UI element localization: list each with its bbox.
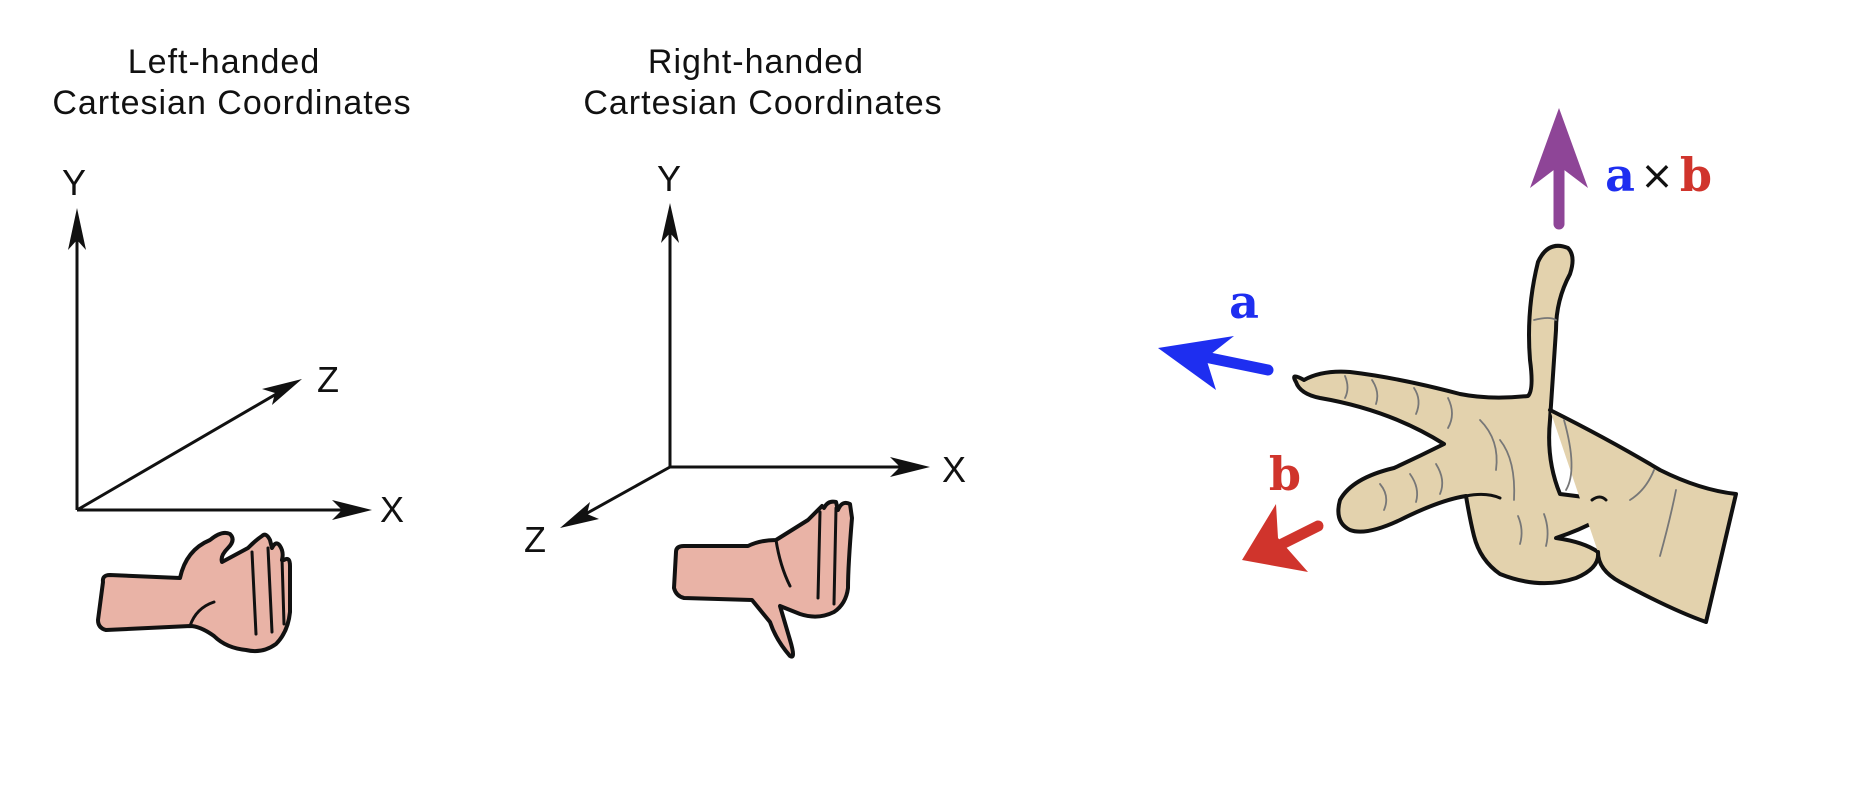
left-axis-y-label: Y (62, 162, 86, 203)
vector-a-shaft (1194, 350, 1274, 376)
left-hand-thumb-crease (188, 600, 216, 628)
crease-5 (1379, 483, 1388, 511)
right-hand-finger-line-2 (832, 506, 838, 606)
left-z-arrowhead (262, 379, 302, 405)
middle-z-axis (572, 465, 671, 523)
cross-label-times: × (1640, 153, 1674, 199)
cross-product-panel: a b a × b (1158, 108, 1738, 624)
right-hand-finger-line-1 (816, 510, 822, 600)
middle-axes (560, 203, 930, 528)
crease-9 (1543, 513, 1549, 547)
crease-8 (1517, 515, 1523, 545)
left-title-line1: Left-handed (128, 43, 321, 81)
left-axis-z-label: Z (317, 359, 339, 400)
left-title-line2: Cartesian Coordinates (52, 84, 411, 122)
middle-title-line1: Right-handed (648, 43, 864, 81)
crease-15 (1563, 419, 1573, 491)
crease-11 (1479, 419, 1498, 471)
crease-1 (1344, 375, 1349, 399)
cross-hand-finger-gap (1464, 492, 1502, 500)
left-axes (68, 208, 372, 520)
vector-b-shaft (1272, 520, 1324, 552)
middle-x-arrowhead (890, 457, 930, 477)
cross-product-arrow (1530, 108, 1588, 230)
left-hand-illustration (96, 530, 292, 654)
left-hand-finger-line-3 (280, 556, 286, 626)
middle-title-line2: Cartesian Coordinates (583, 84, 942, 122)
middle-axis-y-label: Y (657, 158, 681, 199)
crease-14 (1659, 489, 1677, 557)
left-z-axis (76, 384, 291, 512)
left-hand-shape (96, 530, 292, 654)
middle-y-arrowhead (661, 203, 679, 243)
vector-b-arrowhead (1242, 504, 1308, 572)
right-handed-panel: Right-handed Cartesian Coordinates Y X Z (524, 43, 966, 659)
left-y-arrowhead (68, 208, 86, 250)
crease-10 (1499, 439, 1516, 501)
left-axis-x-label: X (380, 489, 404, 530)
middle-axis-z-label: Z (524, 519, 546, 560)
cross-product-label: a × b (1605, 148, 1712, 202)
vector-a-arrowhead (1158, 336, 1234, 390)
crease-2 (1371, 379, 1379, 405)
cross-label-a: a (1605, 148, 1635, 202)
crease-7 (1435, 463, 1444, 495)
cross-hand-creases (1344, 317, 1677, 557)
crease-6 (1409, 473, 1419, 503)
vector-a-arrow (1158, 336, 1274, 390)
crease-3 (1413, 387, 1420, 415)
vector-b-arrow (1242, 504, 1324, 572)
cross-label-b: b (1680, 148, 1712, 202)
left-handed-panel: Left-handed Cartesian Coordinates Y Z X (52, 43, 411, 654)
cross-product-arrowhead (1530, 108, 1588, 188)
vector-a-label: a (1229, 275, 1259, 329)
cross-product-hand (1292, 243, 1738, 624)
middle-axis-x-label: X (942, 449, 966, 490)
cross-hand-wrist (1548, 408, 1738, 624)
left-x-arrowhead (332, 500, 372, 520)
crease-4 (1447, 397, 1453, 429)
cross-hand-knuckle (1590, 495, 1608, 502)
right-hand-illustration (672, 499, 854, 659)
left-hand-finger-line-1 (250, 550, 258, 636)
right-hand-shape (672, 499, 854, 659)
middle-z-arrowhead (560, 502, 599, 528)
crease-13 (1629, 469, 1655, 501)
vector-b-label: b (1269, 447, 1301, 501)
crease-12 (1533, 317, 1557, 321)
left-hand-finger-line-2 (266, 546, 274, 634)
right-hand-palm-crease (774, 538, 792, 588)
